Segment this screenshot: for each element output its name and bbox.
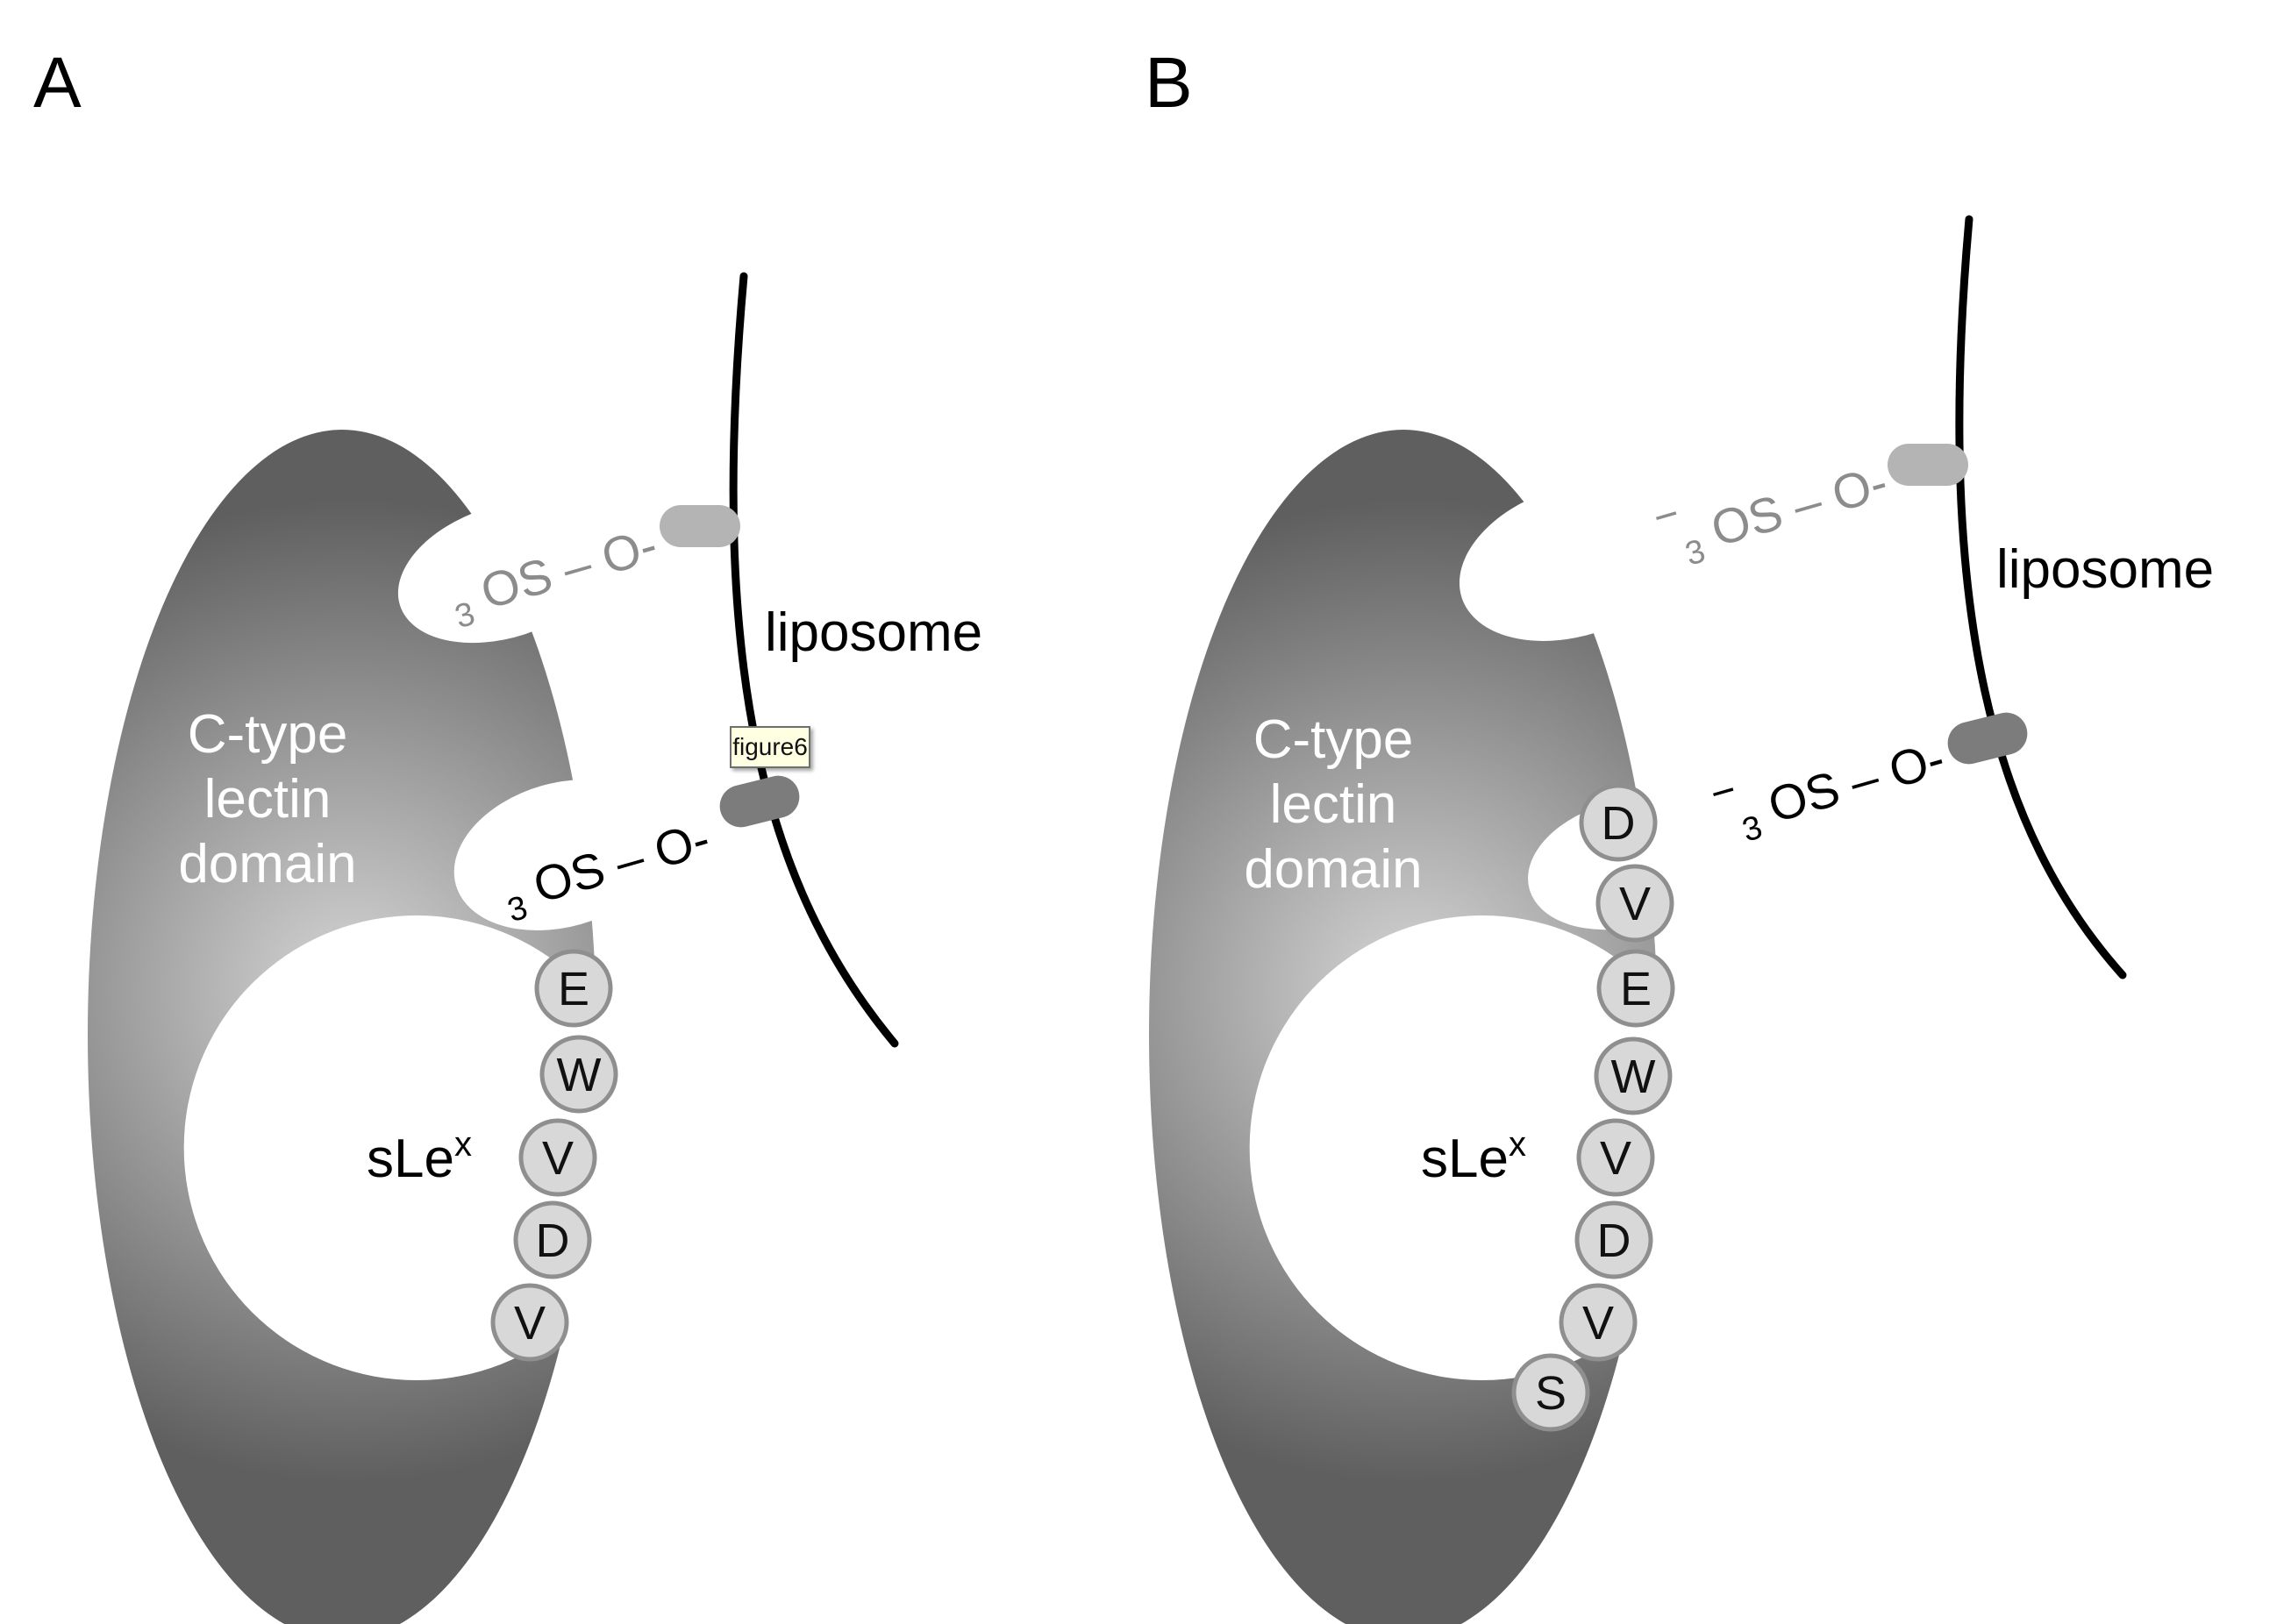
panel-b-sulfate-black-charge: −: [1705, 766, 1742, 818]
a-residue-label-4: D: [536, 1214, 570, 1267]
b-residue-label-1: D: [1602, 797, 1636, 850]
b-residue-circle-7: [1559, 1283, 1638, 1362]
b-residue-circle-8: [1511, 1353, 1590, 1432]
panel-a: A 3 OS – O- 3 OS – O- liposome C-type le…: [33, 43, 982, 1624]
panel-b-sulfate-grey-sub: 3: [1681, 532, 1709, 573]
panel-b-sulfate-black: − 3 OS – O-: [1703, 702, 1953, 858]
a-residue-label-1: E: [558, 963, 589, 1015]
panel-a-domain-line-3: domain: [178, 834, 356, 894]
panel-b-slex-pocket: [1249, 915, 1680, 1380]
b-residue-label-2: V: [1619, 878, 1651, 930]
b-residue-circle-3: [1596, 949, 1675, 1028]
a-residue-label-3: V: [542, 1132, 574, 1185]
panel-a-upper-pocket: [397, 500, 611, 644]
a-residue-label-2: W: [557, 1049, 602, 1101]
panel-b-anchor-lower: [1947, 712, 2028, 765]
panel-b-slex-label: sLex: [1421, 1125, 1526, 1189]
panel-b-slex-text: sLe: [1421, 1129, 1509, 1189]
b-residue-label-3: E: [1620, 963, 1652, 1015]
a-residue-label-5: V: [514, 1297, 546, 1350]
b-residue-circle-4: [1594, 1036, 1673, 1115]
a-residue-circle-3: [518, 1118, 597, 1197]
b-residue-circle-5: [1576, 1118, 1655, 1197]
panel-b-sulfate-black-sub: 3: [1738, 808, 1766, 849]
panel-a-anchor-upper: [660, 505, 740, 547]
b-residue-circle-2: [1595, 864, 1674, 943]
panel-a-slex-text: sLe: [367, 1129, 454, 1189]
panel-b-domain-line-3: domain: [1244, 839, 1422, 900]
figure-tooltip: figure6: [730, 726, 810, 768]
panel-b-liposome-label: liposome: [1996, 539, 2214, 600]
panel-b-domain-line-1: C-type: [1253, 709, 1414, 770]
b-residue-label-6: D: [1597, 1214, 1631, 1267]
a-residue-circle-2: [539, 1035, 618, 1114]
b-residue-circle-1: [1579, 783, 1658, 862]
a-residue-circle-5: [490, 1283, 569, 1362]
panel-b-upper-pocket: [1459, 481, 1690, 641]
panel-b-sulfate-black-text: OS – O-: [1762, 730, 1951, 833]
panel-a-anchor-lower: [719, 775, 800, 828]
a-residue-circle-4: [513, 1200, 592, 1279]
panel-a-slex-pocket: [183, 915, 614, 1380]
panel-a-domain-line-1: C-type: [188, 704, 348, 765]
panel-a-domain-line-2: lectin: [204, 769, 332, 830]
b-residue-label-4: W: [1611, 1051, 1656, 1103]
panel-b: B − 3 OS – O- − 3 OS – O- liposome C-typ…: [1145, 43, 2214, 1624]
panel-a-slex-label: sLex: [367, 1125, 472, 1189]
panel-a-slex-sup: x: [454, 1125, 472, 1164]
panel-b-sulfate-grey-text: OS – O-: [1705, 454, 1894, 557]
panel-b-anchor-upper: [1888, 444, 1968, 486]
b-residue-label-8: S: [1535, 1367, 1567, 1420]
panel-a-liposome-label: liposome: [765, 602, 982, 663]
panel-b-label: B: [1145, 43, 1193, 123]
a-residue-circle-1: [534, 949, 613, 1028]
panel-a-lower-pocket: [453, 779, 669, 931]
b-residue-label-5: V: [1600, 1132, 1631, 1185]
panel-b-lower-pocket: [1528, 797, 1726, 930]
panel-a-label: A: [33, 43, 82, 123]
panel-b-membrane: [1955, 215, 2127, 979]
b-residue-circle-6: [1574, 1200, 1653, 1279]
b-residue-label-7: V: [1582, 1297, 1614, 1350]
panel-b-slex-sup: x: [1509, 1125, 1526, 1164]
panel-b-domain-line-2: lectin: [1270, 774, 1397, 835]
